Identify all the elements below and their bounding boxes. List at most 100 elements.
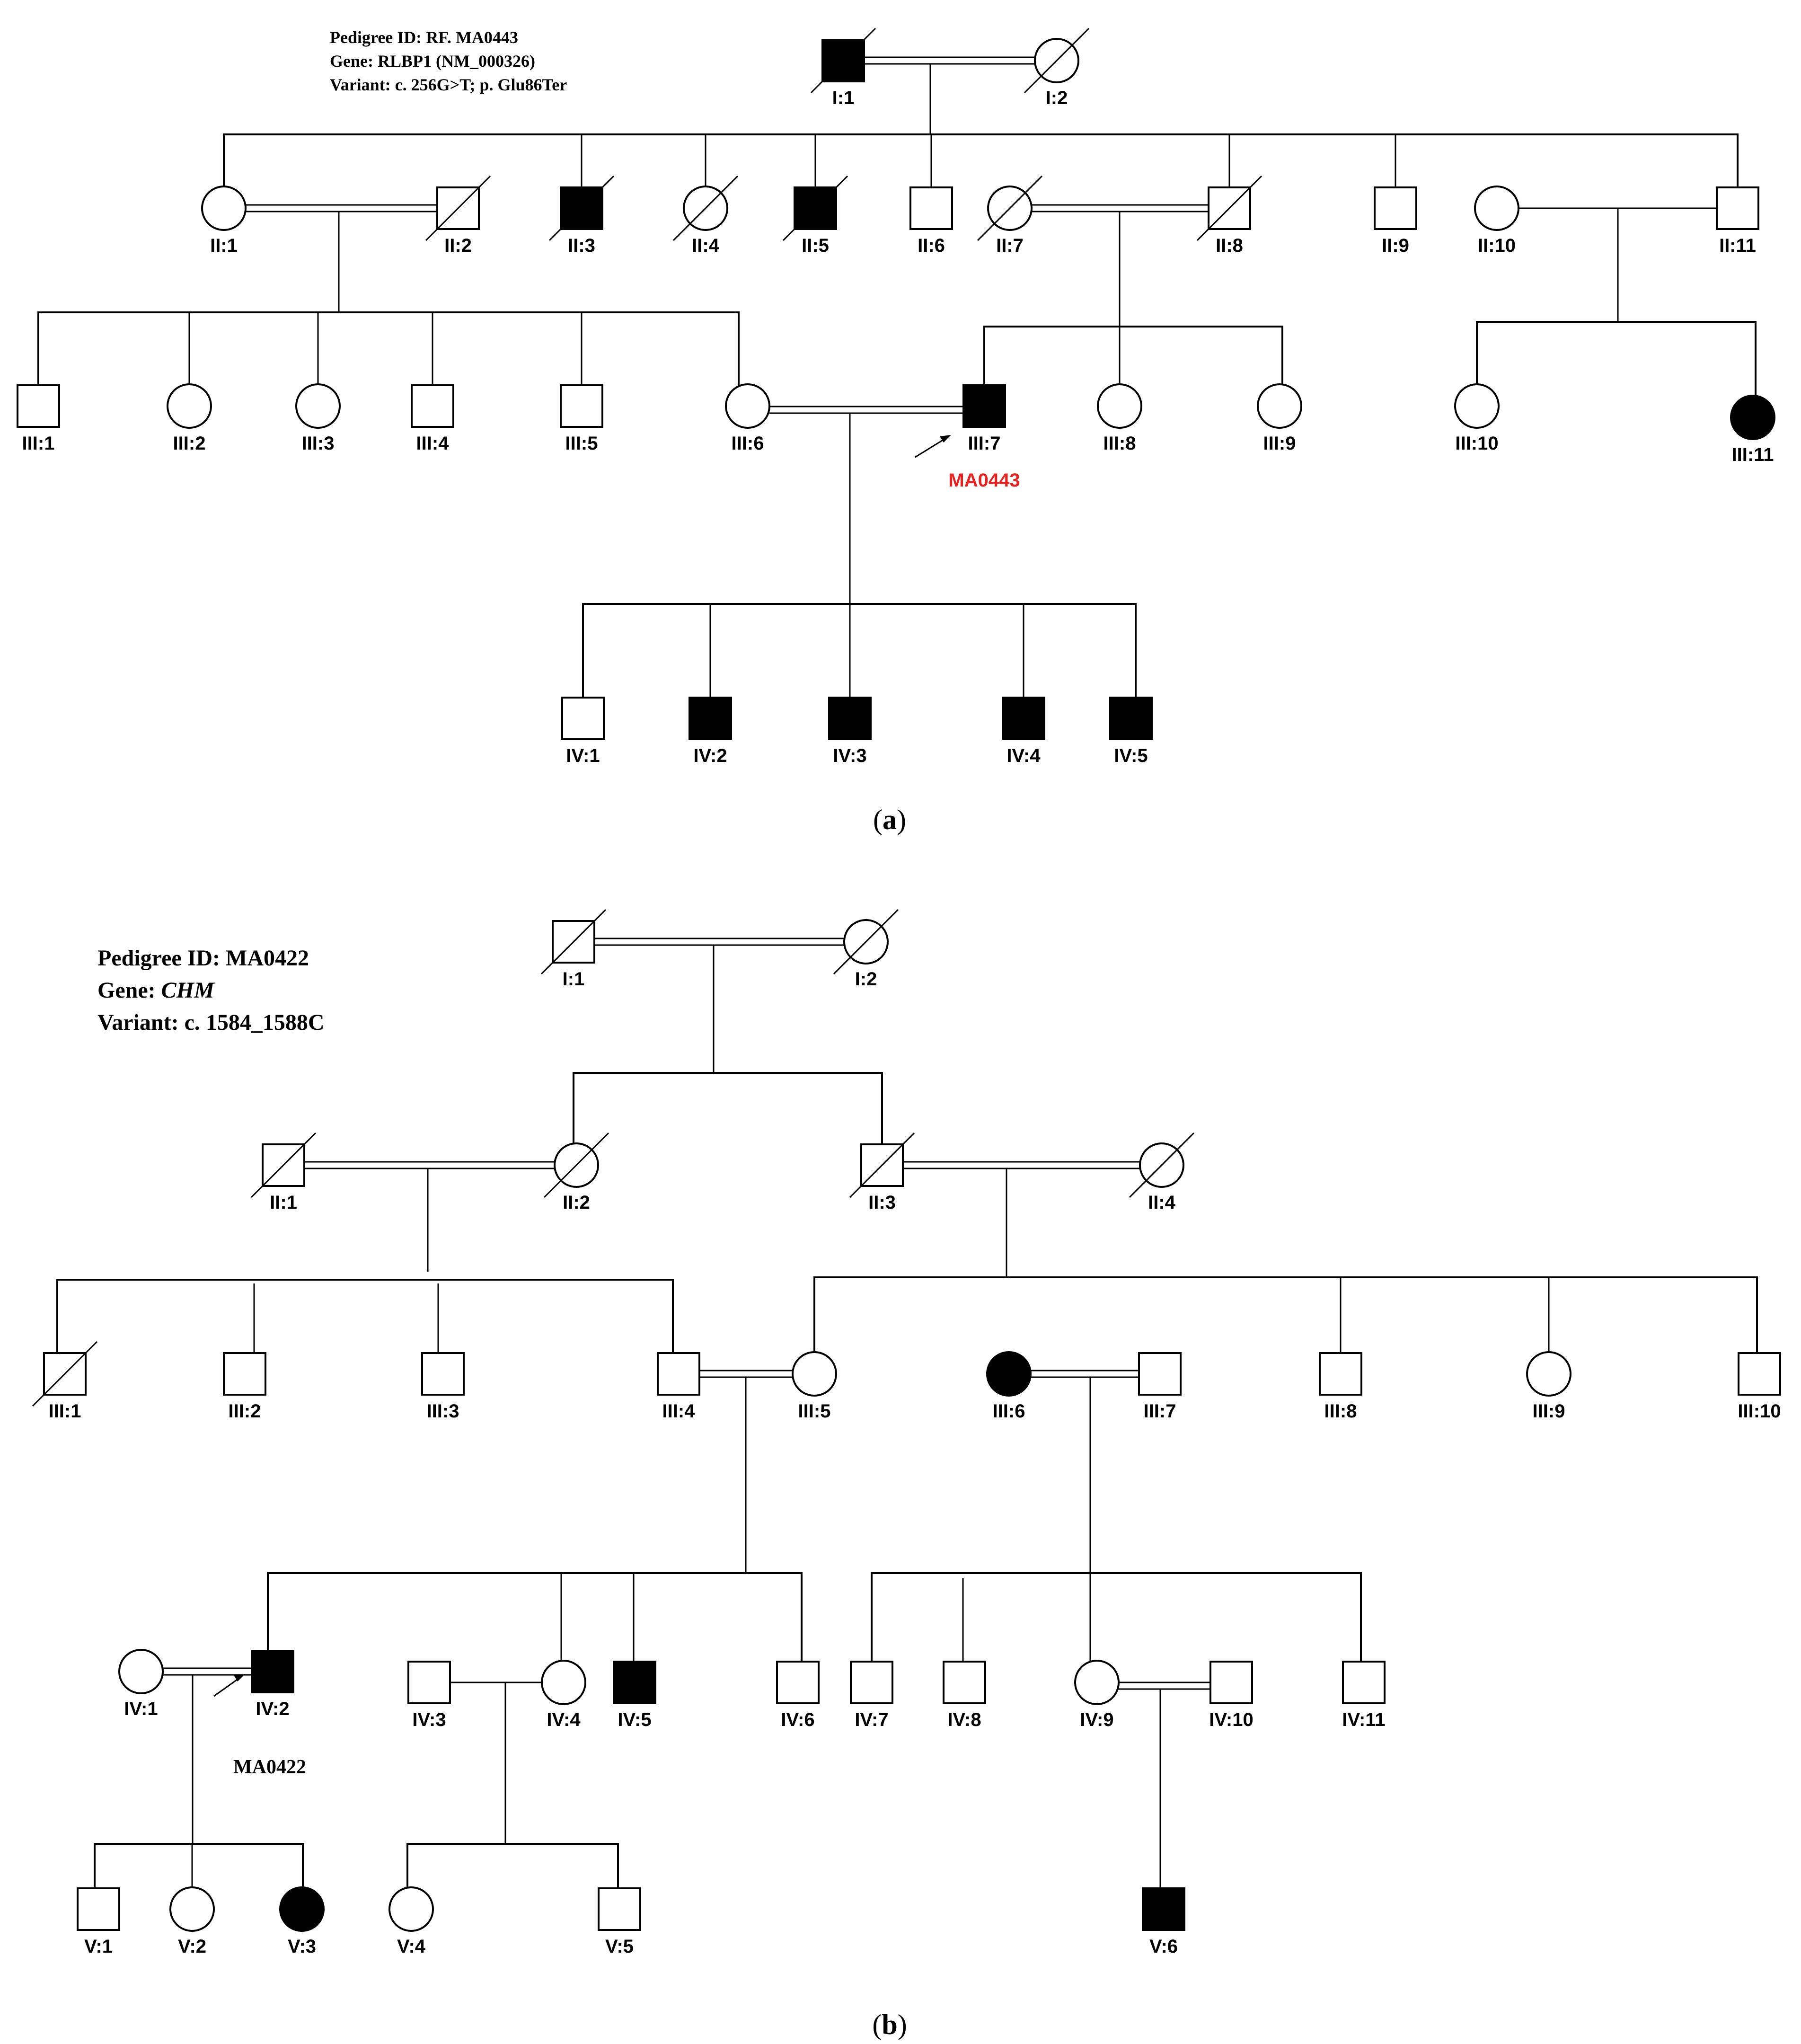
panel-b-individual-iv-7-male-symbol bbox=[850, 1661, 893, 1704]
caption-close-paren: ) bbox=[898, 2009, 907, 2040]
panel-b-individual-iv-2-male-symbol bbox=[251, 1650, 294, 1693]
pedigree-lines bbox=[37, 56, 1758, 1888]
caption-letter: b bbox=[882, 2009, 897, 2040]
panel-a-individual-ii-7-deceased-slash bbox=[977, 175, 1043, 241]
sibship-line bbox=[56, 1279, 674, 1353]
panel-b-gene-name: CHM bbox=[161, 978, 215, 1003]
panel-a-individual-ii-10-female-symbol bbox=[1474, 186, 1519, 231]
panel-b-individual-iii-6-female-symbol bbox=[986, 1351, 1032, 1397]
panel-a-individual-ii-10-label: II:10 bbox=[1478, 235, 1516, 256]
panel-a-individual-iv-5-male-symbol bbox=[1109, 697, 1153, 740]
panel-b-caption: (b) bbox=[872, 2009, 907, 2040]
sibship-line bbox=[573, 1072, 883, 1144]
panel-a-caption: (a) bbox=[873, 804, 906, 835]
panel-b-individual-iii-2-male-symbol bbox=[223, 1352, 266, 1396]
sibship-line bbox=[983, 326, 1283, 391]
panel-b-individual-iv-11-male-symbol bbox=[1342, 1661, 1386, 1704]
panel-b-individual-iii-3-label: III:3 bbox=[427, 1401, 459, 1422]
panel-a-individual-ii-2-deceased-slash bbox=[425, 175, 491, 241]
caption-close-paren: ) bbox=[897, 804, 906, 835]
panel-b-individual-iii-7-male-symbol bbox=[1138, 1352, 1182, 1396]
panel-b-individual-i-2-deceased-slash bbox=[833, 909, 899, 975]
panel-a-individual-iii-3-female-symbol bbox=[295, 383, 341, 429]
panel-b-individual-iii-4-label: III:4 bbox=[662, 1401, 696, 1422]
sibship-line bbox=[871, 1572, 1362, 1662]
panel-b-individual-i-1-deceased-slash bbox=[540, 909, 607, 975]
panel-b-individual-iv-4-label: IV:4 bbox=[547, 1709, 581, 1730]
panel-b-individual-v-3-female-symbol bbox=[279, 1886, 325, 1932]
panel-b-individual-iii-8-male-symbol bbox=[1319, 1352, 1362, 1396]
panel-b-header-line-2: Gene: CHM bbox=[97, 978, 215, 1003]
sibship-line bbox=[813, 1276, 1758, 1353]
panel-a-individual-ii-1-label: II:1 bbox=[210, 235, 238, 256]
panel-a-individual-iii-5-label: III:5 bbox=[565, 433, 598, 454]
sibship-line bbox=[582, 603, 1137, 698]
panel-a-individual-ii-5-label: II:5 bbox=[802, 235, 829, 256]
panel-a-individual-ii-2-label: II:2 bbox=[444, 235, 472, 256]
panel-a-individual-ii-9-male-symbol bbox=[1374, 186, 1417, 230]
panel-a-individual-iii-6-female-symbol bbox=[725, 383, 770, 429]
panel-a-individual-iii-7-male-symbol bbox=[962, 384, 1006, 428]
panel-b-individual-i-2-label: I:2 bbox=[855, 969, 877, 990]
panel-a-individual-ii-8-deceased-slash bbox=[1196, 175, 1262, 241]
panel-a-individual-iii-10-female-symbol bbox=[1454, 383, 1500, 429]
sibship-line bbox=[223, 133, 1739, 187]
panel-b-proband-label: MA0422 bbox=[233, 1756, 306, 1778]
panel-b-individual-iii-6-label: III:6 bbox=[993, 1401, 1025, 1422]
caption-open-paren: ( bbox=[872, 2009, 882, 2040]
panel-b-individual-iii-4-male-symbol bbox=[657, 1352, 700, 1396]
panel-a-individual-i-2-deceased-slash bbox=[1024, 27, 1090, 94]
panel-a-individual-iv-4-male-symbol bbox=[1002, 697, 1045, 740]
panel-b-individual-iv-6-label: IV:6 bbox=[781, 1709, 814, 1730]
panel-a-individual-iii-4-male-symbol bbox=[411, 384, 454, 428]
panel-a-individual-iv-5-label: IV:5 bbox=[1114, 745, 1148, 766]
panel-b-individual-iv-5-male-symbol bbox=[613, 1661, 656, 1704]
proband-arrowhead bbox=[940, 435, 951, 442]
panel-b-individual-iv-7-label: IV:7 bbox=[855, 1709, 888, 1730]
sibship-line bbox=[94, 1843, 304, 1888]
panel-b-individual-v-4-female-symbol bbox=[388, 1886, 434, 1932]
panel-b-individual-v-6-label: V:6 bbox=[1149, 1936, 1178, 1957]
sibship-line bbox=[37, 311, 740, 391]
panel-a-individual-ii-1-female-symbol bbox=[201, 186, 247, 231]
panel-b-individual-iii-5-female-symbol bbox=[792, 1351, 837, 1397]
panel-b-individual-ii-1-label: II:1 bbox=[270, 1192, 297, 1213]
panel-a-individual-iii-2-female-symbol bbox=[167, 383, 212, 429]
proband-arrow bbox=[915, 436, 948, 458]
panel-b-individual-iii-8-label: III:8 bbox=[1324, 1401, 1357, 1422]
panel-b-individual-v-4-label: V:4 bbox=[397, 1936, 426, 1957]
panel-a-individual-iii-7-label: III:7 bbox=[968, 433, 1001, 454]
panel-b-individual-ii-3-label: II:3 bbox=[868, 1192, 896, 1213]
panel-b-individual-iv-8-male-symbol bbox=[943, 1661, 986, 1704]
panel-b-individual-iv-9-label: IV:9 bbox=[1080, 1709, 1113, 1730]
panel-a-individual-ii-3-label: II:3 bbox=[568, 235, 595, 256]
panel-b-individual-iv-10-male-symbol bbox=[1209, 1661, 1253, 1704]
proband-arrowhead bbox=[234, 1674, 245, 1681]
panel-b-individual-iv-1-female-symbol bbox=[118, 1649, 164, 1694]
panel-b-individual-iii-2-label: III:2 bbox=[229, 1401, 261, 1422]
panel-b-individual-ii-2-deceased-slash bbox=[543, 1132, 609, 1198]
panel-a-individual-iii-4-label: III:4 bbox=[416, 433, 450, 454]
panel-b-individual-iii-1-deceased-slash bbox=[32, 1341, 98, 1407]
panel-a-individual-ii-7-label: II:7 bbox=[996, 235, 1024, 256]
panel-b-header-line-3: Variant: c. 1584_1588C bbox=[97, 1010, 325, 1035]
panel-b-individual-v-6-male-symbol bbox=[1142, 1887, 1185, 1931]
panel-a-individual-i-2-label: I:2 bbox=[1046, 88, 1068, 108]
panel-a-header-line-1: Pedigree ID: RF. MA0443 bbox=[330, 28, 518, 47]
panel-b-individual-iv-3-label: IV:3 bbox=[412, 1709, 446, 1730]
panel-a-individual-iii-5-male-symbol bbox=[560, 384, 603, 428]
panel-b-individual-iv-1-label: IV:1 bbox=[124, 1699, 158, 1719]
panel-a-individual-ii-9-label: II:9 bbox=[1382, 235, 1409, 256]
panel-b-individual-iv-3-male-symbol bbox=[407, 1661, 451, 1704]
panel-a-header-line-2: Gene: RLBP1 (NM_000326) bbox=[330, 52, 535, 71]
panel-b-individual-iv-6-male-symbol bbox=[776, 1661, 820, 1704]
panel-b-gene-prefix: Gene: bbox=[97, 978, 161, 1003]
panel-b-individual-iii-10-male-symbol bbox=[1738, 1352, 1781, 1396]
panel-b-individual-iii-5-label: III:5 bbox=[798, 1401, 831, 1422]
panel-a-individual-ii-8-label: II:8 bbox=[1216, 235, 1243, 256]
panel-a-individual-iv-3-label: IV:3 bbox=[833, 745, 866, 766]
panel-a-individual-iii-8-label: III:8 bbox=[1104, 433, 1136, 454]
panel-a-individual-iv-3-male-symbol bbox=[828, 697, 872, 740]
